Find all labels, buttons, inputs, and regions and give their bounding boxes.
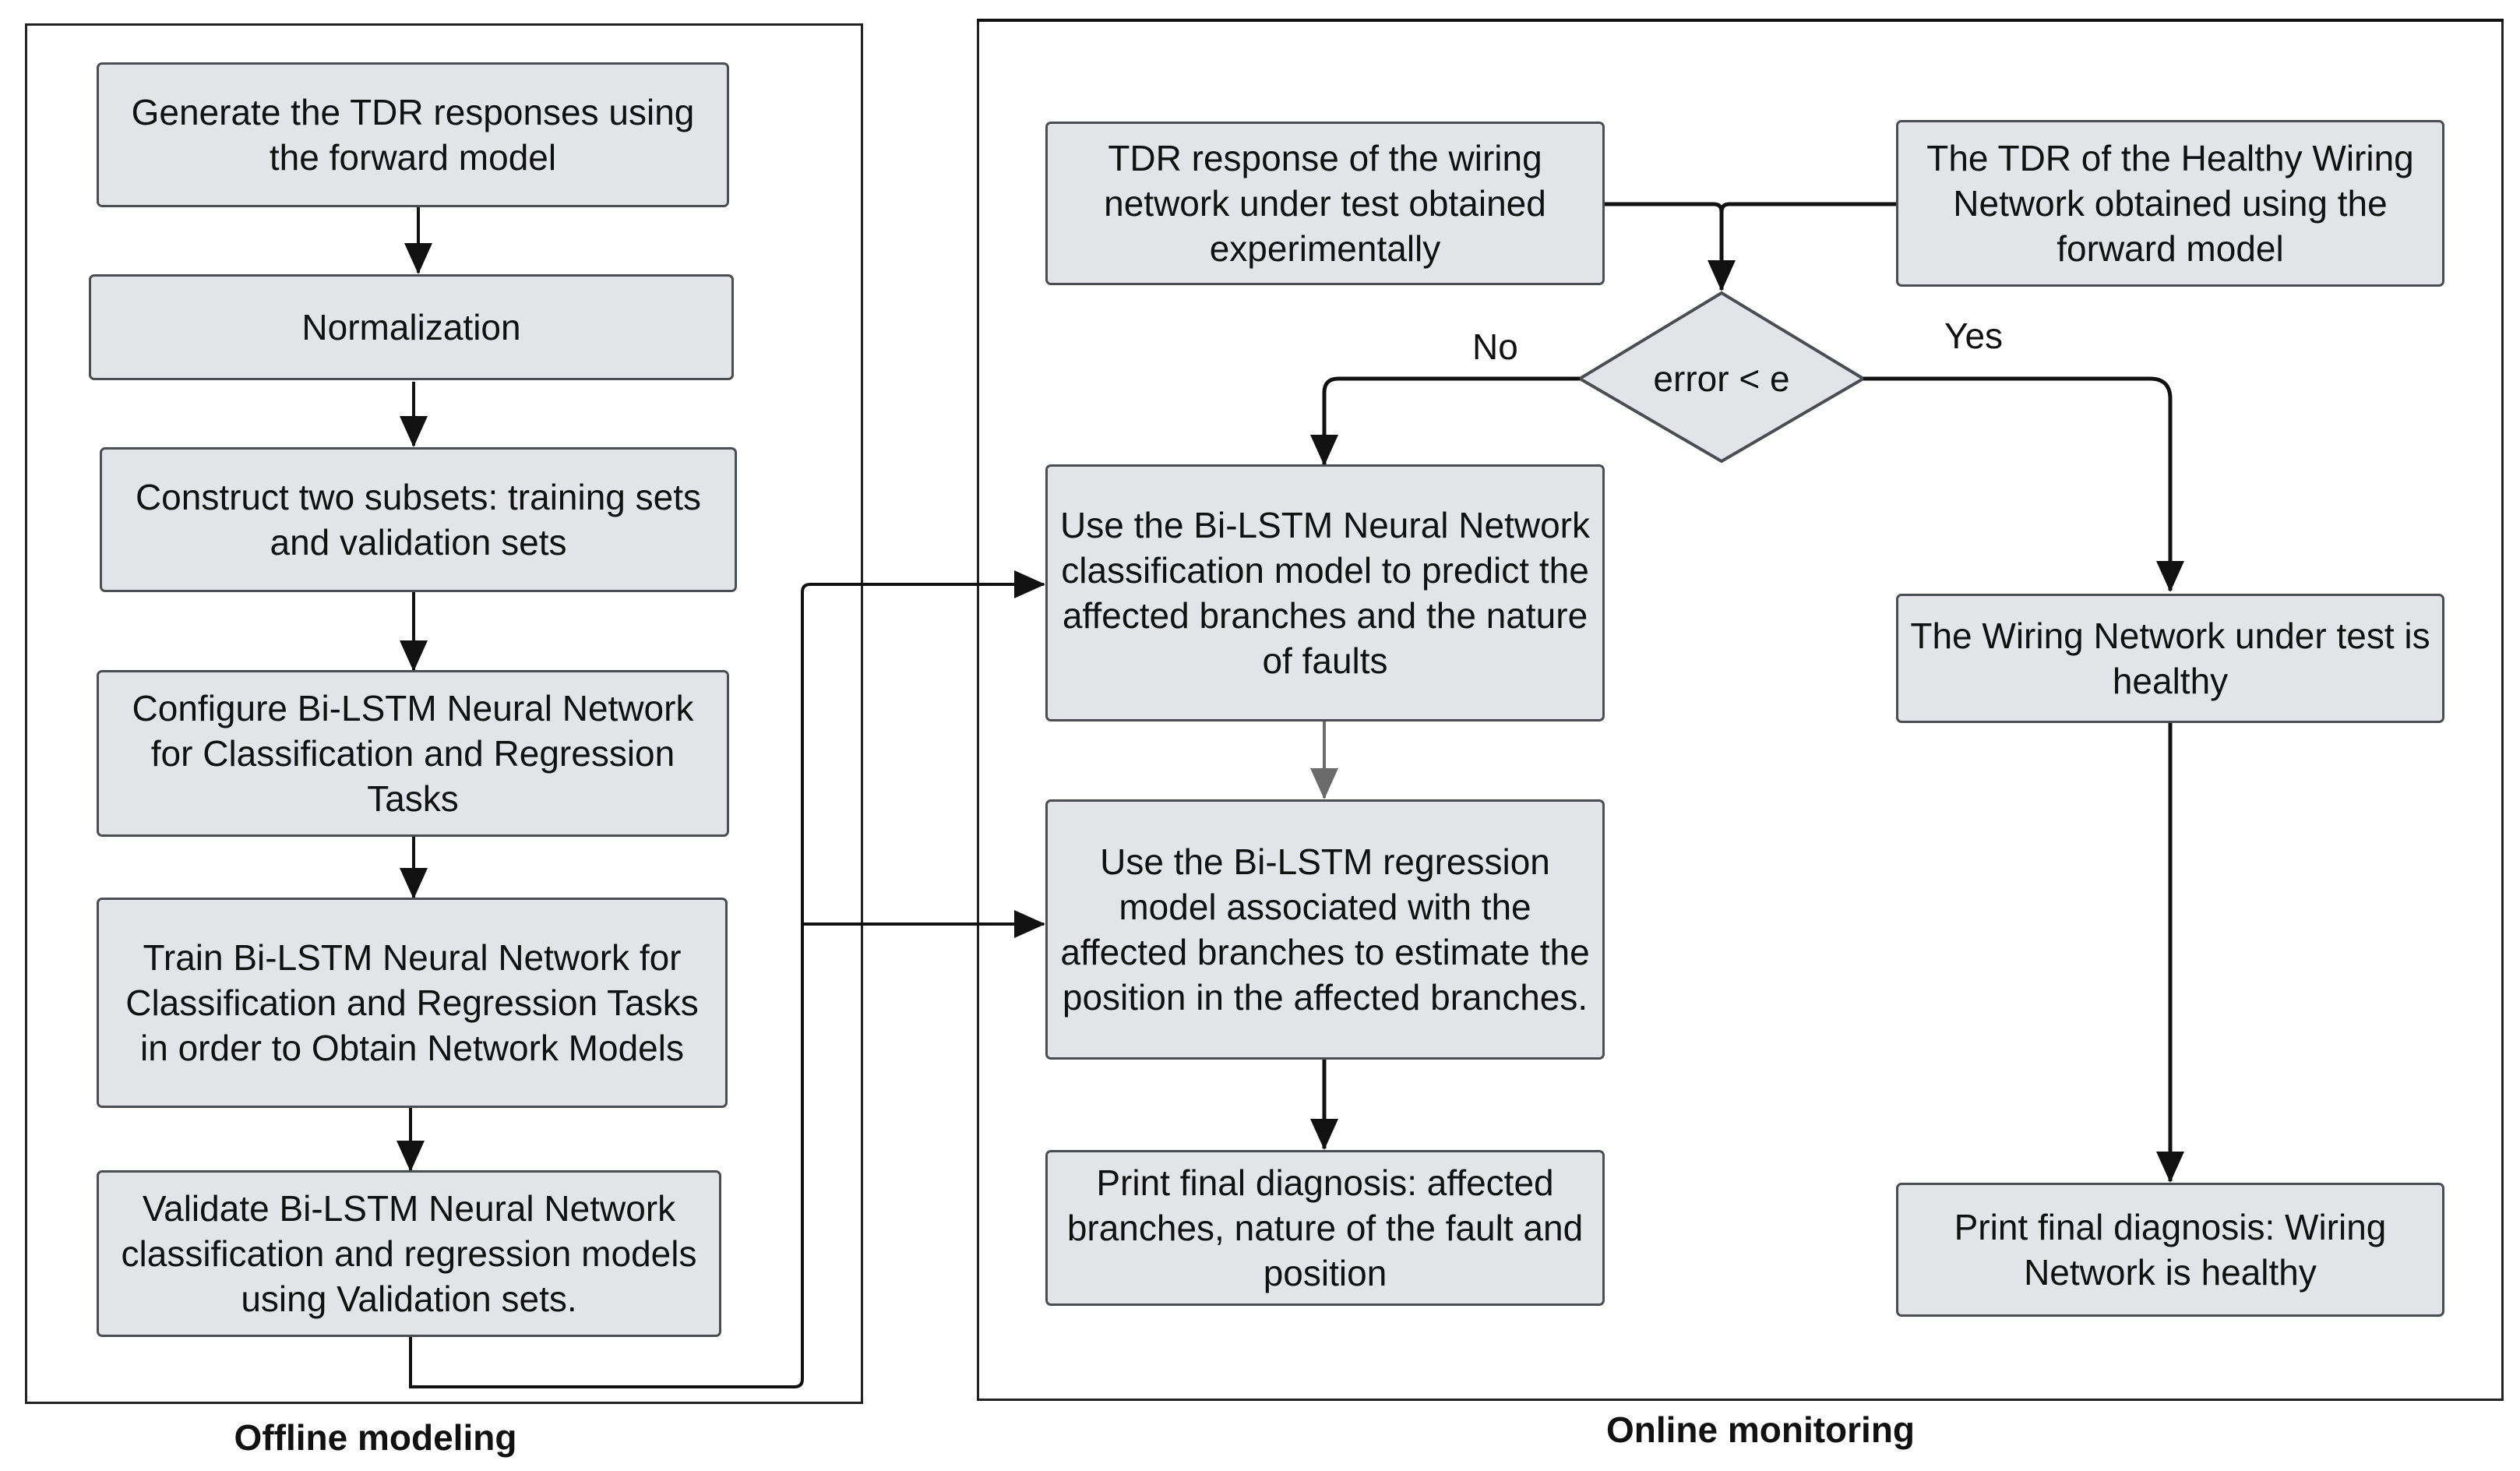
step-validate-bilstm: Validate Bi-LSTM Neural Network classifi… (97, 1170, 721, 1337)
online-monitoring-panel (977, 19, 2504, 1401)
offline-modeling-panel (25, 23, 863, 1404)
tdr-healthy-box: The TDR of the Healthy Wiring Network ob… (1896, 120, 2444, 287)
step-generate-tdr: Generate the TDR responses using the for… (97, 62, 729, 207)
step-train-bilstm: Train Bi-LSTM Neural Network for Classif… (97, 898, 728, 1108)
decision-label: error < e (1653, 358, 1790, 399)
step-construct-subsets: Construct two subsets: training sets and… (100, 447, 737, 592)
final-diagnosis-fault-box: Print final diagnosis: affected branches… (1045, 1150, 1605, 1306)
yes-label: Yes (1944, 316, 2004, 356)
regression-model-box: Use the Bi-LSTM regression model associa… (1045, 799, 1605, 1060)
online-monitoring-title: Online monitoring (1605, 1409, 1916, 1450)
step-normalization: Normalization (89, 274, 734, 380)
healthy-network-box: The Wiring Network under test is healthy (1896, 594, 2444, 723)
no-label: No (1472, 326, 1518, 367)
connector-healthy-to-decision (1719, 202, 1896, 213)
connector-yes-branch (1863, 376, 2184, 592)
step-configure-bilstm: Configure Bi-LSTM Neural Network for Cla… (97, 670, 729, 837)
connector-measured-to-decision (1603, 202, 1736, 291)
connector-no-branch (1310, 376, 1580, 466)
final-diagnosis-healthy-box: Print final diagnosis: Wiring Network is… (1896, 1183, 2444, 1317)
offline-modeling-title: Offline modeling (234, 1417, 517, 1458)
classification-model-box: Use the Bi-LSTM Neural Network classific… (1045, 464, 1605, 721)
connector-offline-to-online (409, 570, 1045, 1388)
decision-diamond (1578, 291, 1865, 463)
tdr-measured-box: TDR response of the wiring network under… (1045, 122, 1605, 285)
